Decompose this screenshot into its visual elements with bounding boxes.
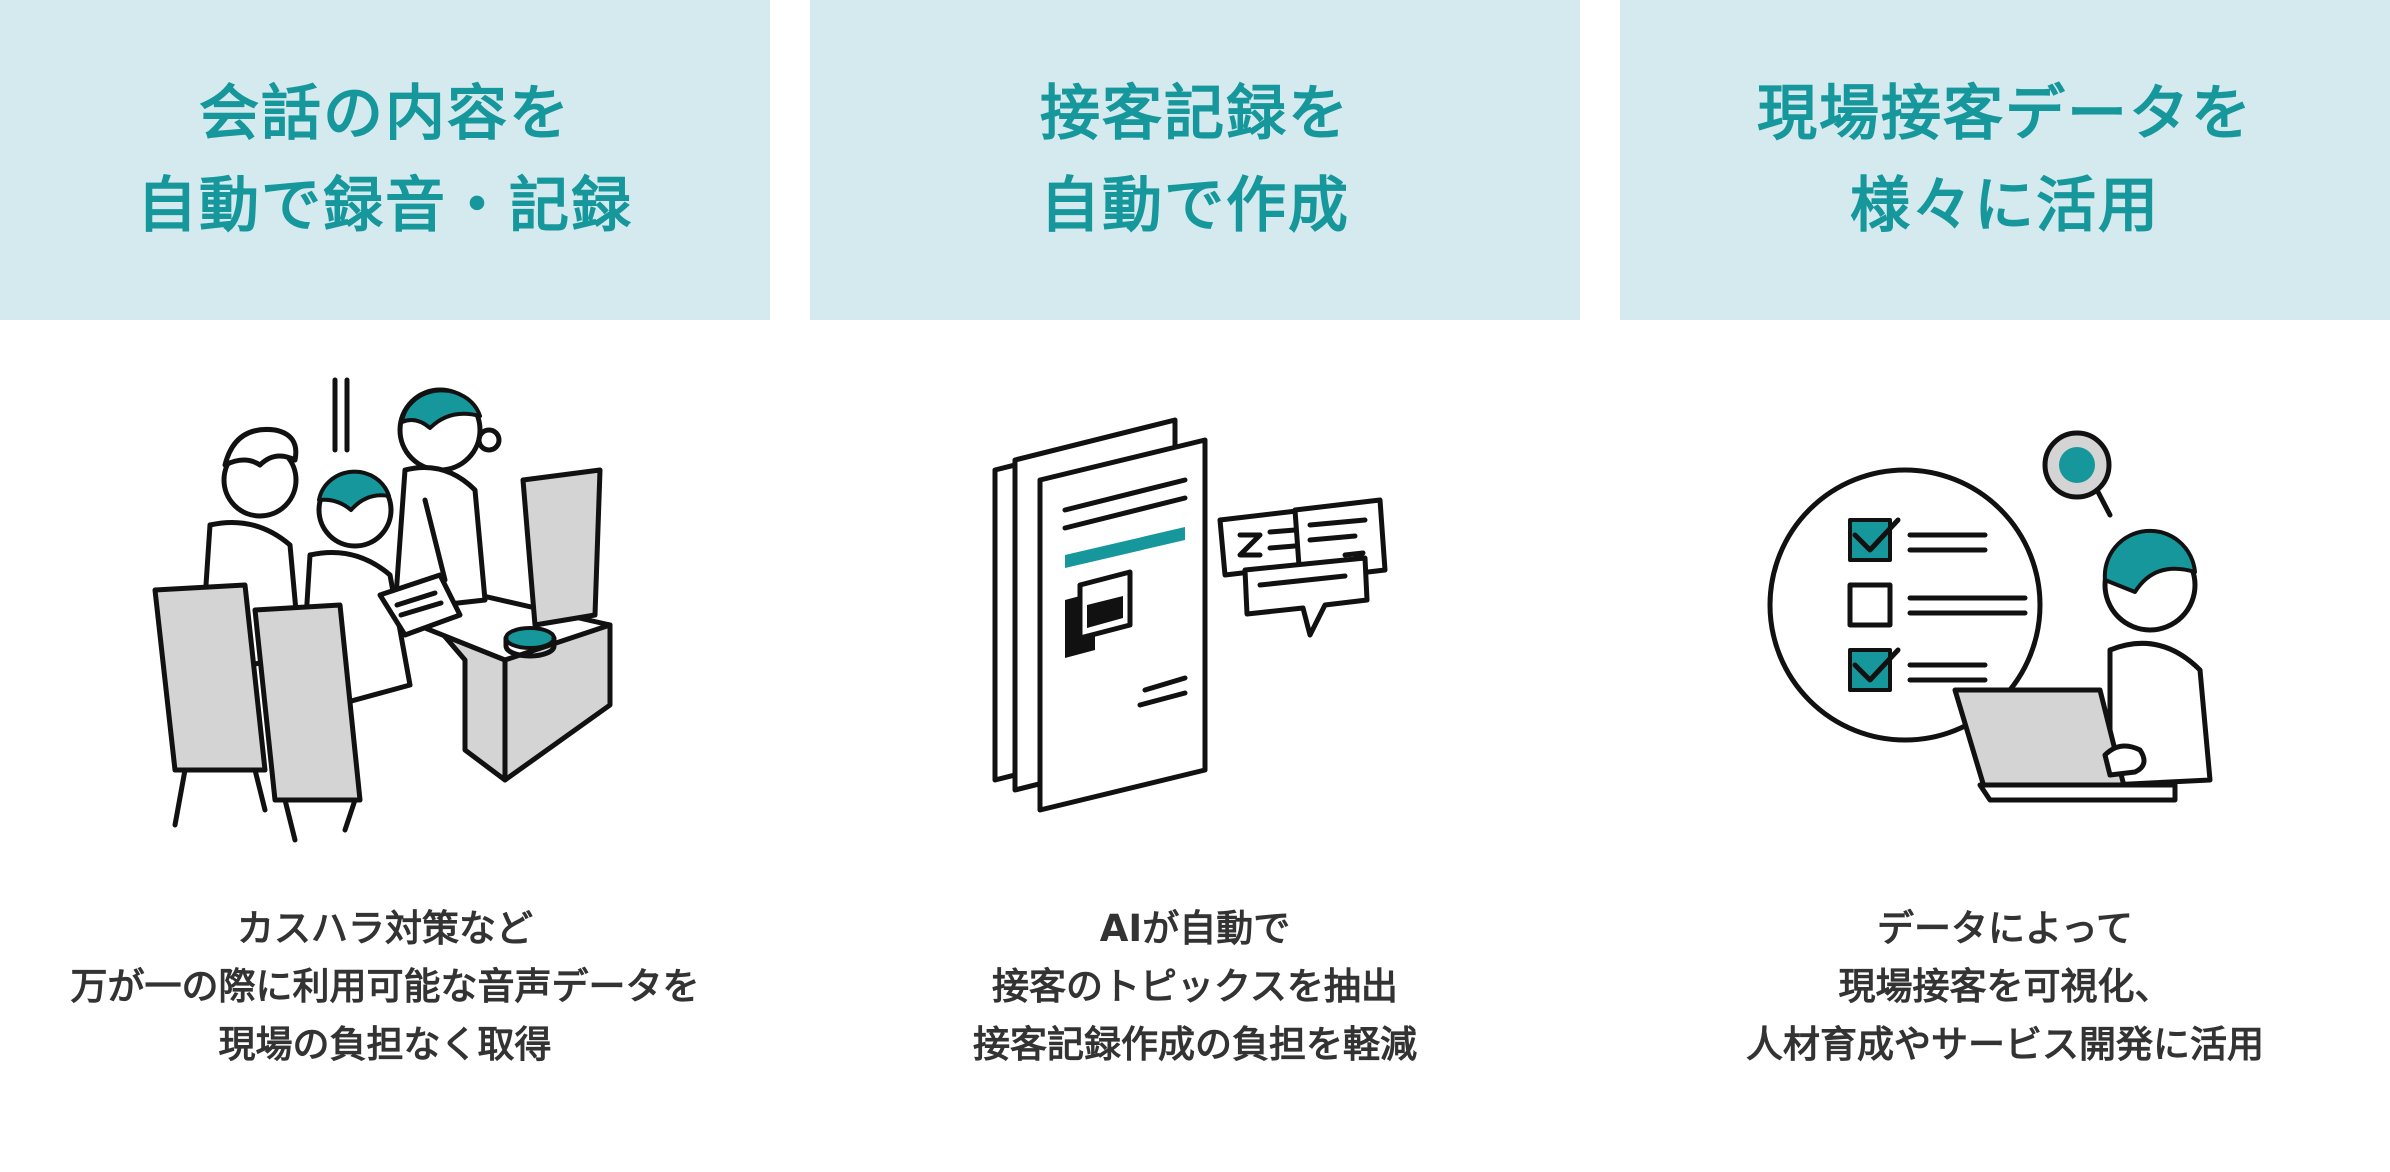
feature-card-data-utilization: 現場接客データを 様々に活用: [1620, 0, 2390, 1172]
description-line: カスハラ対策など: [237, 907, 533, 950]
description-line: 現場接客を可視化、: [1838, 965, 2172, 1008]
description-line: データによって: [1876, 907, 2134, 950]
feature-card-recording: 会話の内容を 自動で録音・記録: [0, 0, 770, 1172]
description-line: AIが自動で: [1099, 907, 1291, 950]
data-analysis-illustration: [1725, 360, 2285, 860]
feature-title-line: 様々に活用: [1850, 171, 2160, 241]
feature-header: 会話の内容を 自動で録音・記録: [0, 0, 770, 320]
feature-title-line: 接客記録を: [1040, 79, 1350, 149]
feature-description: データによって 現場接客を可視化、 人材育成やサービス開発に活用: [1620, 900, 2390, 1074]
feature-description: カスハラ対策など 万が一の際に利用可能な音声データを 現場の負担なく取得: [0, 900, 770, 1074]
description-line: 接客記録作成の負担を軽減: [973, 1023, 1417, 1066]
description-line: 接客のトピックスを抽出: [992, 965, 1398, 1008]
meeting-illustration: [105, 360, 665, 860]
description-line: 万が一の際に利用可能な音声データを: [70, 965, 700, 1008]
feature-title-line: 自動で作成: [1040, 171, 1350, 241]
feature-header: 現場接客データを 様々に活用: [1620, 0, 2390, 320]
feature-header: 接客記録を 自動で作成: [810, 0, 1580, 320]
description-line: 現場の負担なく取得: [218, 1023, 552, 1066]
description-line: 人材育成やサービス開発に活用: [1746, 1023, 2264, 1066]
feature-description: AIが自動で 接客のトピックスを抽出 接客記録作成の負担を軽減: [810, 900, 1580, 1074]
document-illustration: [915, 360, 1475, 860]
feature-title-line: 会話の内容を: [199, 79, 571, 149]
feature-title-line: 現場接客データを: [1757, 79, 2253, 149]
feature-title-line: 自動で録音・記録: [137, 171, 633, 241]
feature-card-auto-record: 接客記録を 自動で作成: [810, 0, 1580, 1172]
